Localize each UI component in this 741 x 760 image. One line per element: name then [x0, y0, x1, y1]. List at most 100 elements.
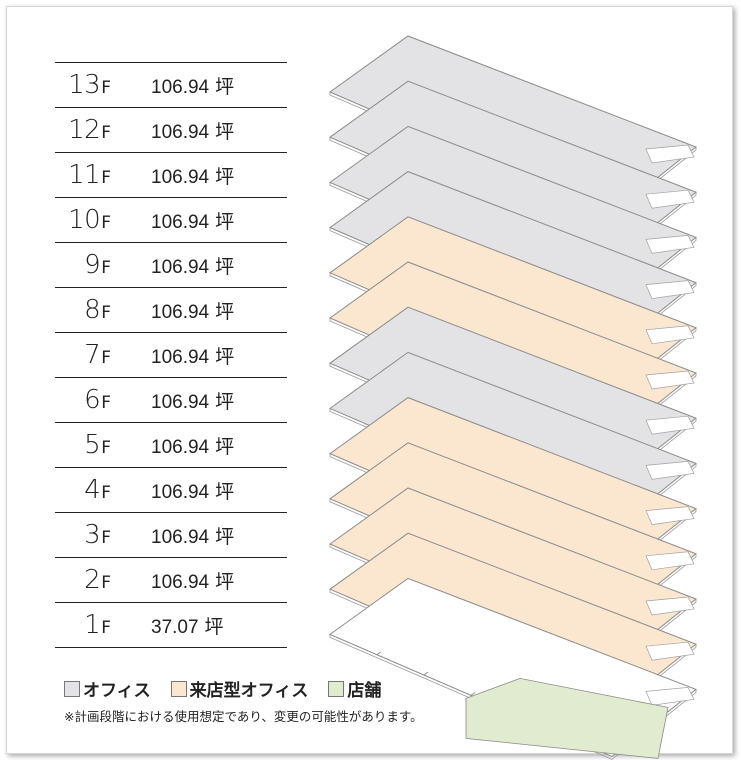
area-unit: 坪: [215, 391, 235, 413]
floor-label: 5F: [55, 430, 111, 460]
area-value: 106.94: [151, 526, 210, 548]
floor-label: 2F: [55, 565, 111, 595]
column-mark: [470, 692, 476, 696]
area-value: 106.94: [151, 571, 210, 593]
area-unit: 坪: [215, 256, 235, 278]
column-mark: [423, 671, 429, 676]
core-area: [645, 280, 695, 299]
legend-shop-label: 店舗: [347, 681, 382, 701]
area-value: 106.94: [151, 436, 210, 458]
floor-label: 6F: [55, 385, 111, 415]
area-value: 106.94: [151, 121, 210, 143]
legend-shop: 店舗: [328, 676, 381, 701]
core-area: [645, 189, 695, 209]
core-area: [645, 325, 695, 345]
floor-label: 10F: [55, 205, 111, 235]
floor-number: 9: [84, 250, 101, 280]
floor-label: 9F: [55, 250, 111, 280]
floor-slab-edge: [329, 634, 697, 760]
floor-number: 2: [84, 565, 101, 595]
shop-area: [465, 677, 669, 759]
core-area: [645, 415, 695, 435]
floor-label: 13F: [55, 70, 111, 100]
floor-suffix: F: [101, 258, 111, 278]
area-value: 106.94: [151, 301, 210, 323]
area-value: 106.94: [151, 391, 210, 413]
floor-number: 10: [68, 205, 101, 235]
core-area: [645, 144, 695, 164]
core-area: [645, 461, 695, 480]
area-unit: 坪: [215, 166, 235, 188]
floor-suffix: F: [101, 348, 111, 368]
area-unit: 坪: [215, 346, 235, 368]
area-unit: 坪: [215, 211, 235, 233]
area-value: 106.94: [151, 256, 210, 278]
area-value: 106.94: [151, 76, 210, 98]
office-swatch: [64, 680, 80, 697]
area-value: 106.94: [151, 166, 210, 188]
area-value: 106.94: [151, 481, 210, 503]
core-area: [645, 506, 695, 525]
floor-number: 13: [68, 70, 101, 100]
area-value: 106.94: [151, 211, 210, 233]
core-area: [645, 551, 695, 571]
floor-suffix: F: [101, 438, 111, 458]
floor-number: 7: [84, 340, 101, 370]
floor-number: 5: [84, 430, 101, 460]
floor-label: 8F: [55, 295, 111, 325]
core-area: [645, 596, 695, 616]
floor-label: 12F: [55, 115, 111, 145]
floor-label: 7F: [55, 340, 111, 370]
core-area: [645, 370, 695, 390]
disclaimer-note: ※計画段階における使用想定であり、変更の可能性があります。: [64, 709, 423, 724]
core-area: [645, 235, 695, 254]
floor-label: 4F: [55, 475, 111, 505]
area-value: 37.07: [151, 616, 199, 638]
column-mark: [376, 651, 382, 656]
floor-label: 11F: [55, 160, 111, 190]
floor-suffix: F: [101, 213, 111, 233]
floor-suffix: F: [101, 123, 111, 143]
floor-number: 1: [84, 610, 101, 640]
floor-suffix: F: [101, 618, 111, 638]
floor-number: 4: [84, 475, 101, 505]
floor-number: 11: [68, 160, 101, 190]
shop-swatch: [328, 680, 345, 697]
floor-suffix: F: [101, 483, 111, 503]
core-area: [645, 687, 695, 706]
area-unit: 坪: [215, 571, 235, 593]
floor-number: 6: [84, 385, 101, 415]
legend-office-label: オフィス: [83, 681, 151, 701]
floor-suffix: F: [101, 573, 111, 593]
floor-number: 8: [84, 295, 101, 325]
floor-number: 12: [68, 115, 101, 145]
area-unit: 坪: [215, 121, 235, 143]
legend-visitor-office-label: 来店型オフィス: [189, 681, 309, 701]
area-unit: 坪: [215, 76, 235, 98]
area-unit: 坪: [215, 526, 235, 548]
area-unit: 坪: [215, 481, 235, 503]
